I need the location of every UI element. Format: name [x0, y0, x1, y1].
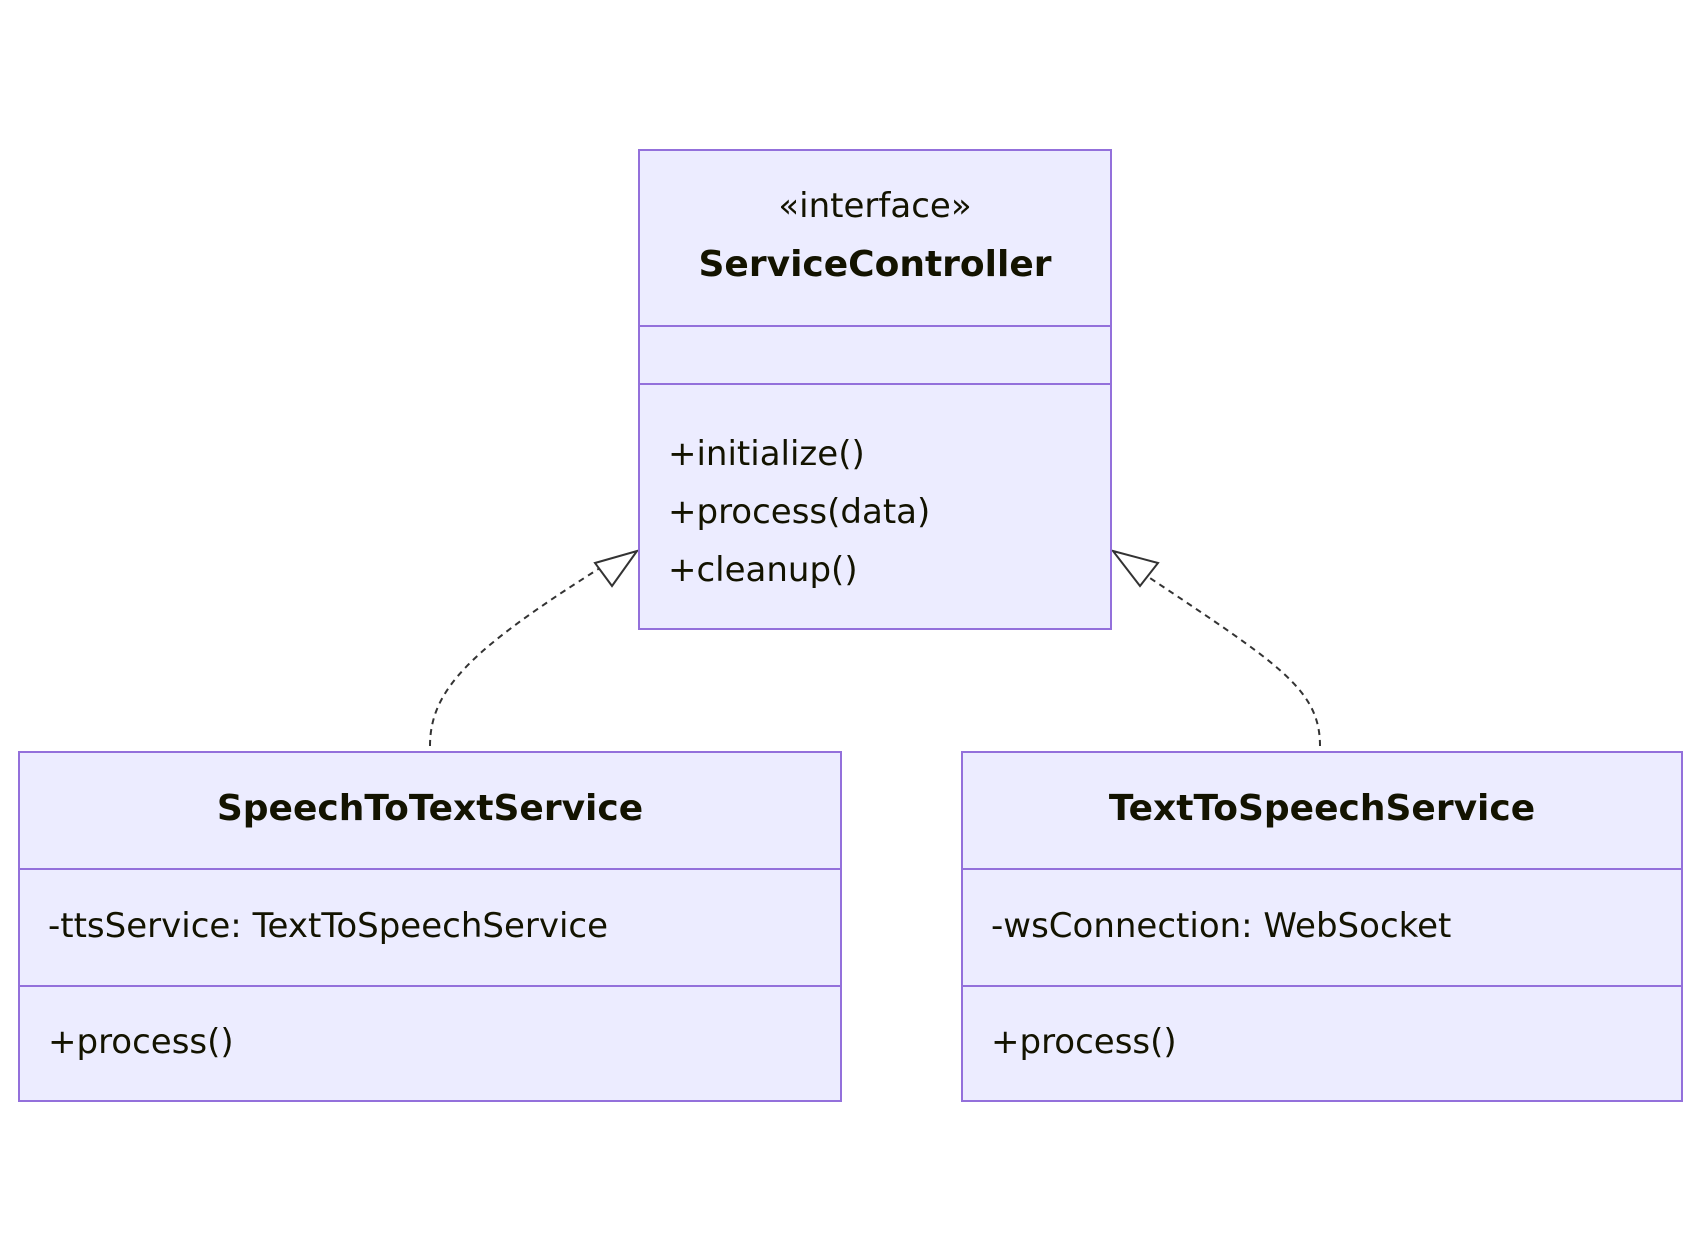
text-to-speech-divider-header [963, 868, 1681, 870]
realization-arrowhead-right-icon [1110, 549, 1160, 588]
class-service-controller: «interface» ServiceController +initializ… [638, 149, 1112, 630]
text-to-speech-method: +process() [991, 1022, 1177, 1062]
speech-to-text-method: +process() [48, 1022, 234, 1062]
text-to-speech-attribute: -wsConnection: WebSocket [991, 906, 1452, 946]
speech-to-text-divider-header [20, 868, 840, 870]
service-controller-stereotype: «interface» [778, 186, 972, 226]
service-controller-divider-attributes [640, 383, 1110, 385]
realization-edge-text-to-speech [1149, 577, 1321, 747]
service-controller-method: +initialize() [668, 434, 865, 474]
text-to-speech-divider-attributes [963, 985, 1681, 987]
text-to-speech-service-name: TextToSpeechService [1108, 788, 1536, 829]
speech-to-text-divider-attributes [20, 985, 840, 987]
service-controller-divider-header [640, 325, 1110, 327]
speech-to-text-attribute: -ttsService: TextToSpeechService [48, 906, 609, 946]
class-text-to-speech-service: TextToSpeechService -wsConnection: WebSo… [961, 751, 1683, 1102]
service-controller-method: +process(data) [668, 492, 931, 532]
service-controller-method: +cleanup() [668, 550, 858, 590]
speech-to-text-service-name: SpeechToTextService [216, 788, 644, 829]
service-controller-name: ServiceController [698, 244, 1052, 285]
realization-edge-speech-to-text [429, 567, 601, 747]
realization-arrowhead-left-icon [593, 549, 640, 588]
class-speech-to-text-service: SpeechToTextService -ttsService: TextToS… [18, 751, 842, 1102]
